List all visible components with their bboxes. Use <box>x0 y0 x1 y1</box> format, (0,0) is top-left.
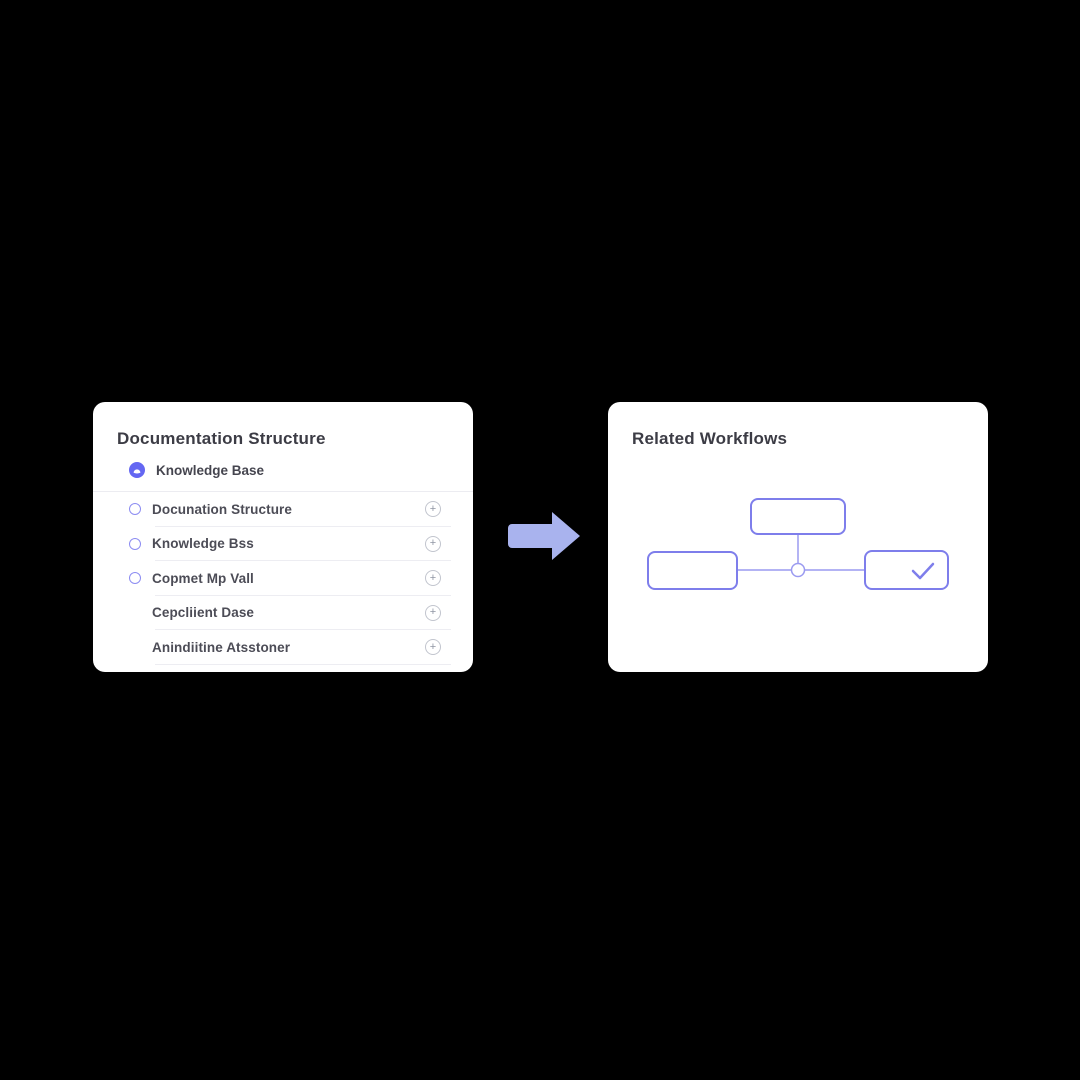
divider <box>155 594 451 596</box>
circle-outline-icon <box>129 503 141 516</box>
related-workflows-card: Related Workflows <box>608 402 988 672</box>
plus-icon[interactable]: + <box>425 535 441 552</box>
circle-outline-icon <box>129 572 141 585</box>
card-title: Documentation Structure <box>117 429 326 448</box>
flow-node-right[interactable] <box>864 550 949 590</box>
arrow-right-icon <box>508 512 580 560</box>
list-item-label: Knowledge Bss <box>152 536 254 552</box>
divider <box>155 629 451 630</box>
plus-icon[interactable]: + <box>425 501 441 518</box>
divider <box>155 663 451 665</box>
junction-circle <box>790 562 806 578</box>
plus-icon[interactable]: + <box>425 639 441 656</box>
divider <box>155 525 451 527</box>
list-item[interactable]: Copmet Mp Vall + <box>93 561 473 596</box>
bullet-spacer <box>129 641 141 653</box>
list-item-label: Cepcliient Dase <box>152 605 255 621</box>
list-item-label: Anindiitine Atsstoner <box>152 639 291 655</box>
card-title: Related Workflows <box>632 429 788 448</box>
check-icon <box>911 562 935 580</box>
plus-icon[interactable]: + <box>425 570 441 587</box>
plus-icon[interactable]: + <box>425 604 441 621</box>
circle-outline-icon <box>129 537 141 550</box>
flow-node-left[interactable] <box>647 551 738 590</box>
list-item[interactable]: Knowledge Bss + <box>93 527 473 561</box>
list-item-label: Docunation Structure <box>152 501 293 517</box>
list-item-label: Knowledge Base <box>156 462 265 478</box>
list-item[interactable]: Docunation Structure + <box>93 492 473 527</box>
flow-node-top[interactable] <box>750 498 846 535</box>
list-item-label: Copmet Mp Vall <box>152 570 254 586</box>
list-item[interactable]: Anindiitine Atsstoner + <box>93 630 473 665</box>
documentation-structure-card: Documentation Structure Knowledge Base D… <box>93 402 473 672</box>
divider <box>155 560 451 561</box>
list-item[interactable]: Cepcliient Dase + <box>93 596 473 630</box>
bullet-spacer <box>129 607 141 619</box>
cloud-icon <box>129 462 145 478</box>
list-item-primary[interactable]: Knowledge Base <box>93 457 473 492</box>
workflow-diagram <box>647 498 949 590</box>
